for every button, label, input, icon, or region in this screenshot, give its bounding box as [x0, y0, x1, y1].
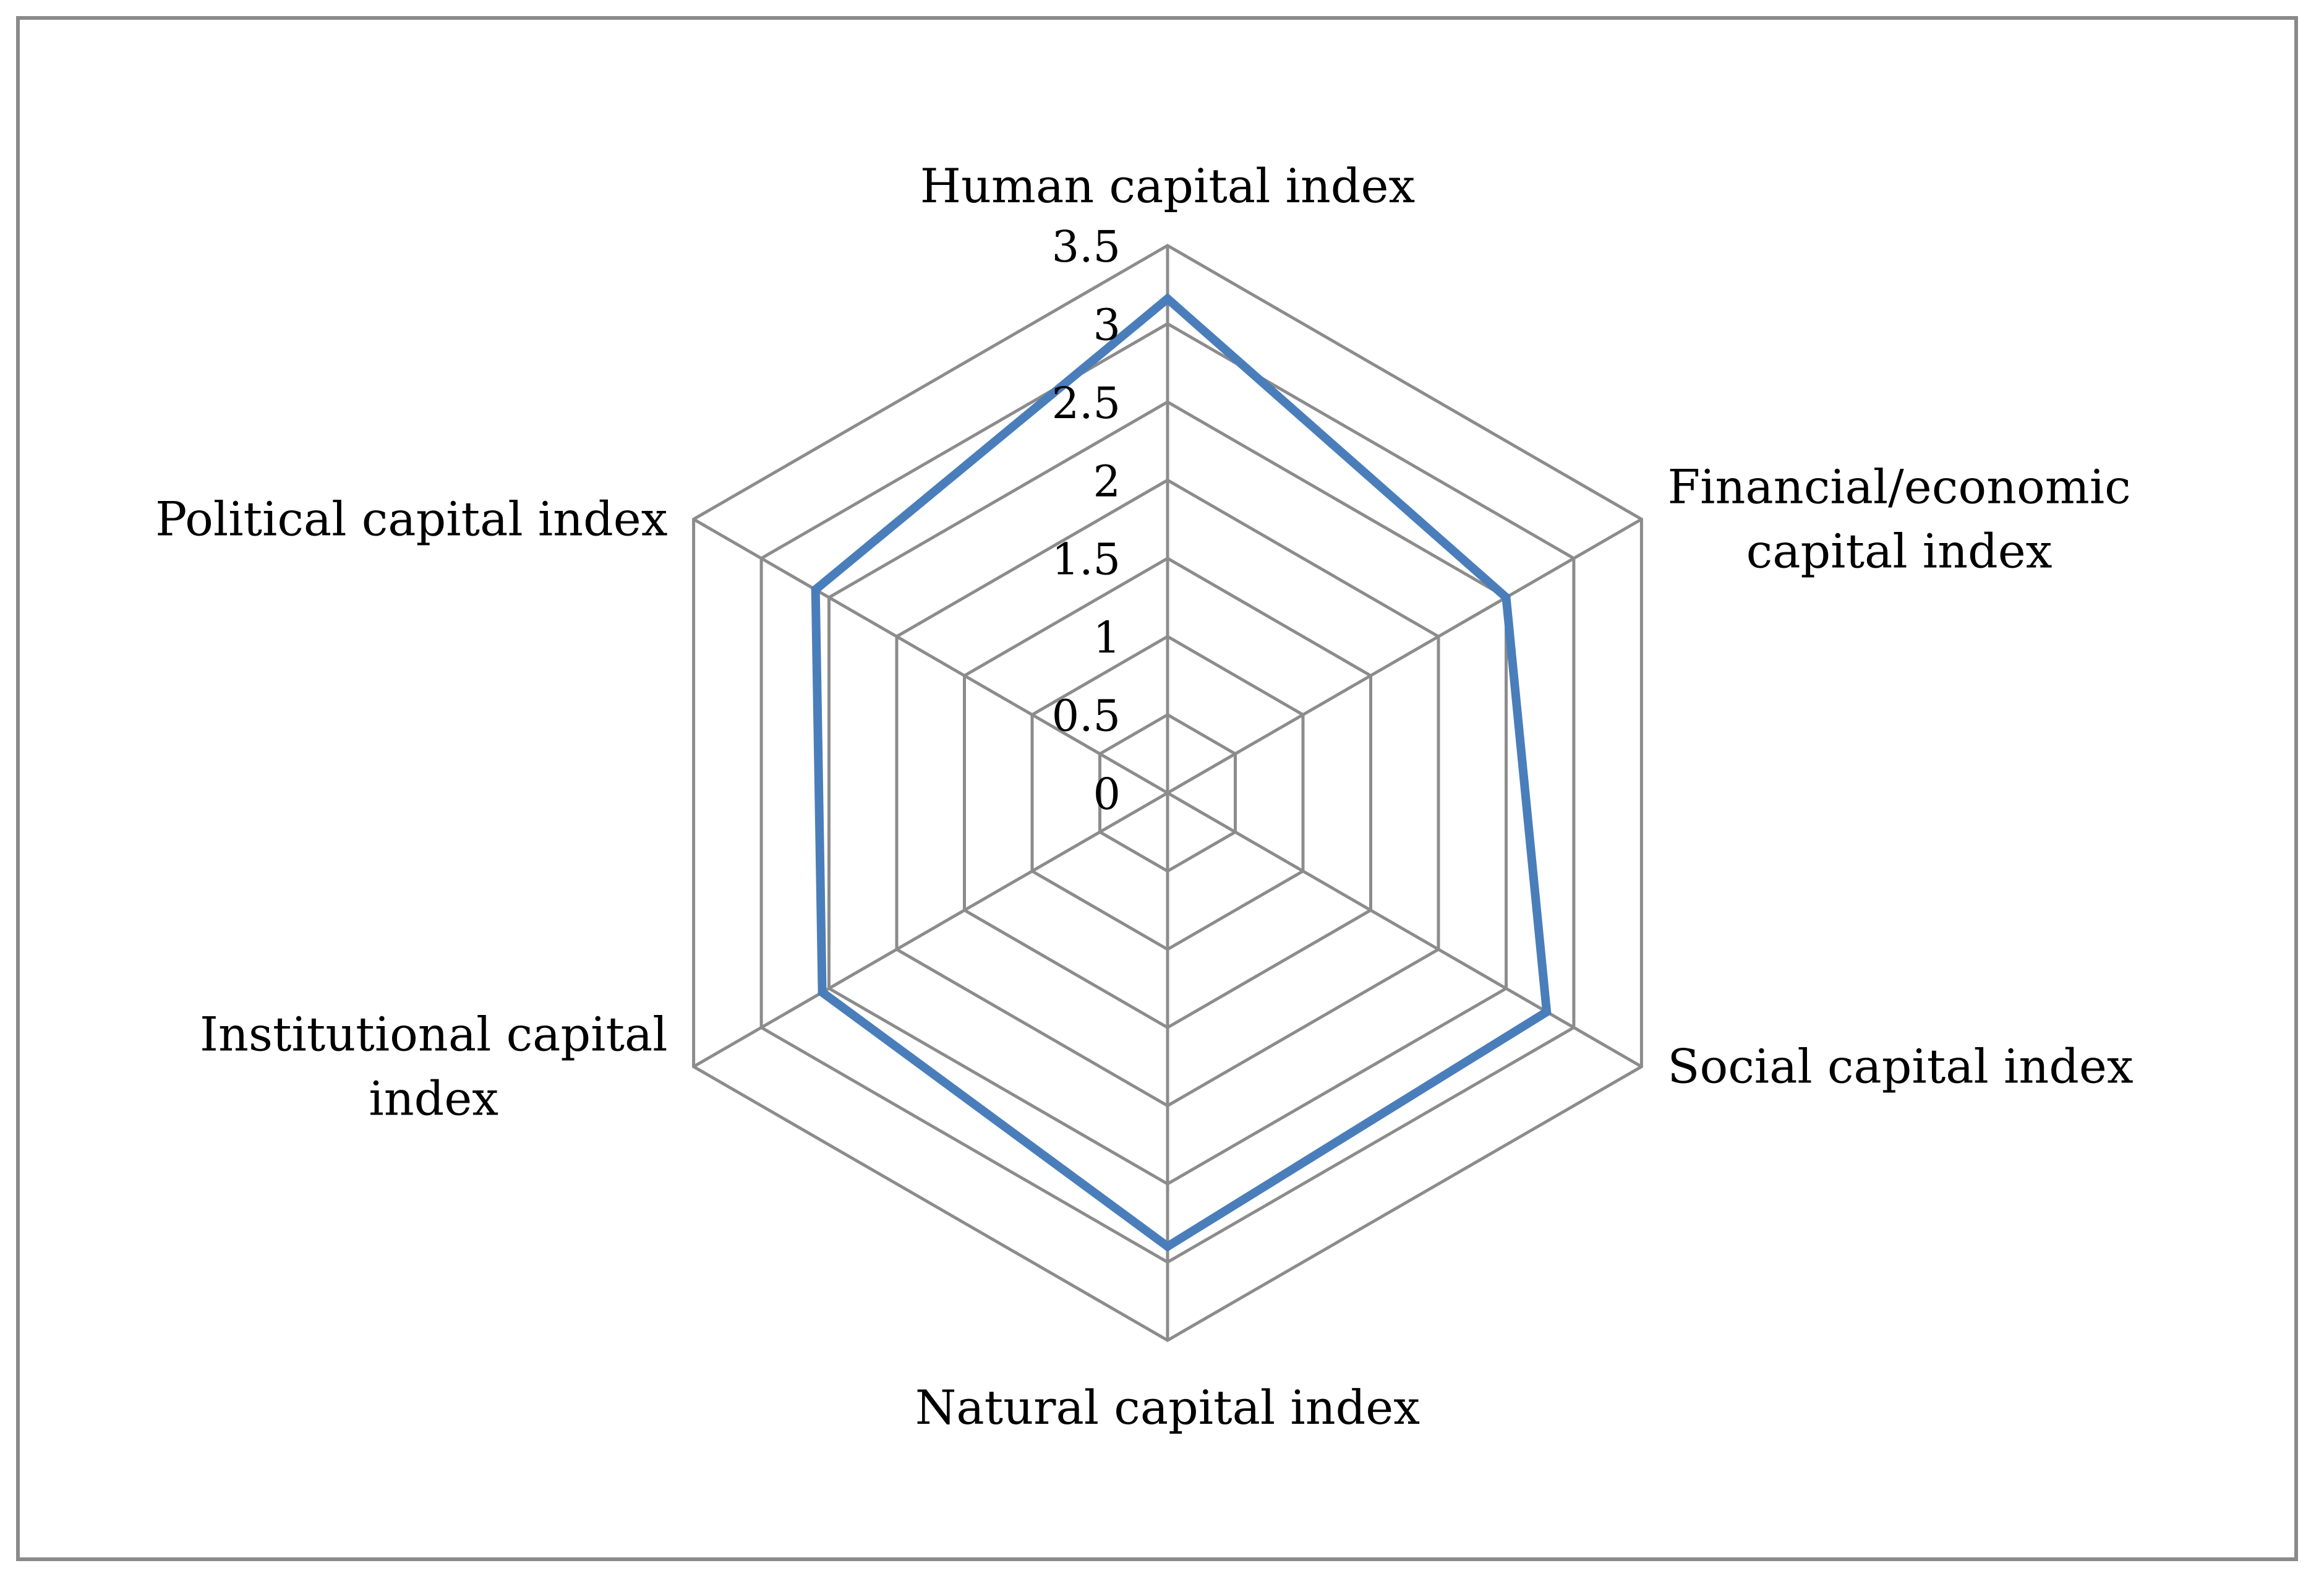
spoke-4 — [693, 791, 1169, 1068]
category-label-line: capital index — [1746, 524, 2053, 579]
grid-layer — [692, 244, 1643, 1342]
series-layer — [811, 293, 1552, 1252]
data-point-1 — [1502, 593, 1511, 602]
category-label-line: Human capital index — [920, 158, 1416, 213]
category-label: Political capital index — [155, 492, 668, 547]
data-point-0 — [1163, 294, 1172, 303]
data-point-5 — [811, 585, 820, 594]
category-label: Natural capital index — [915, 1380, 1420, 1435]
category-label-line: Political capital index — [155, 492, 668, 547]
category-label-line: Financial/economic — [1667, 460, 2130, 515]
tick-label: 1 — [1093, 612, 1121, 663]
spoke-2 — [1166, 791, 1643, 1068]
category-label-line: Institutional capital — [200, 1007, 668, 1062]
tick-label: 2 — [1093, 456, 1121, 507]
data-point-3 — [1163, 1242, 1172, 1251]
category-label-line: Social capital index — [1667, 1039, 2133, 1094]
tick-label: 3 — [1093, 299, 1121, 350]
tick-label: 3.5 — [1052, 221, 1121, 272]
category-label: Social capital index — [1667, 1039, 2133, 1094]
tick-label: 0 — [1093, 769, 1121, 820]
category-label: Institutional capital index — [200, 1007, 668, 1126]
tick-label-layer: 0 0.5 1 1.5 2 2.5 3 3.5 — [1052, 221, 1121, 820]
spoke-5 — [693, 518, 1169, 795]
data-point-4 — [818, 988, 827, 997]
data-point-2 — [1542, 1008, 1552, 1016]
category-label-line: Natural capital index — [915, 1380, 1420, 1435]
category-label-line: index — [369, 1071, 498, 1126]
spoke-1 — [1166, 518, 1643, 795]
tick-label: 2.5 — [1052, 378, 1121, 429]
tick-label: 0.5 — [1052, 691, 1121, 742]
category-label: Human capital index — [920, 158, 1416, 213]
tick-label: 1.5 — [1052, 534, 1121, 585]
category-label: Financial/economic capital index — [1667, 460, 2130, 579]
